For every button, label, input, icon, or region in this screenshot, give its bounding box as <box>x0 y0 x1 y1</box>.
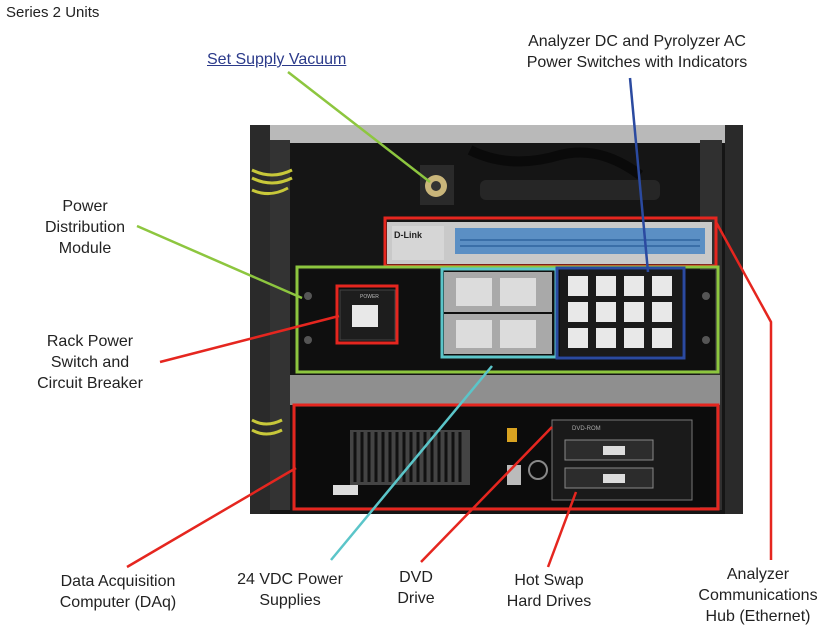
power-supply-units <box>444 272 552 354</box>
hotswap-leader-line <box>546 491 578 568</box>
label-comm-hub: Analyzer Communications Hub (Ethernet) <box>698 566 818 625</box>
switches-highlight-box <box>555 266 686 360</box>
daq-highlight-box <box>292 403 720 511</box>
rack-gap-panel <box>290 375 720 405</box>
hub-brand-text: D-Link <box>394 230 423 240</box>
page-title: Series 2 Units <box>6 4 100 21</box>
power-switch-grid <box>560 270 682 356</box>
rack-power-leader-line <box>159 314 340 364</box>
label-dvd-drive: DVD Drive <box>397 569 435 607</box>
label-hot-swap: Hot Swap Hard Drives <box>506 572 592 610</box>
power-distribution-highlight-box <box>295 265 720 374</box>
breaker-text: POWER <box>360 294 379 300</box>
daq-leader-line <box>126 466 297 569</box>
daq-computer: DVD-ROM <box>296 407 716 507</box>
ethernet-hub: D-Link <box>387 222 712 264</box>
hub-leader-line <box>714 221 773 560</box>
label-24vdc: 24 VDC Power Supplies <box>237 571 343 609</box>
set-supply-vacuum-link[interactable]: Set Supply Vacuum <box>207 51 347 68</box>
distribution-leader-line <box>136 224 303 300</box>
dvd-leader-line <box>420 426 553 563</box>
vacuum-fitting <box>420 165 454 205</box>
label-analyzer-switches: Analyzer DC and Pyrolyzer AC Power Switc… <box>526 33 748 71</box>
vacuum-leader-line <box>287 71 431 183</box>
dvd-brand-text: DVD-ROM <box>572 426 601 432</box>
rack-power-highlight-box <box>335 284 399 345</box>
label-power-distribution: Power Distribution Module <box>44 198 126 257</box>
label-rack-power: Rack Power Switch and Circuit Breaker <box>37 333 143 392</box>
switches-leader-line <box>628 77 650 273</box>
label-daq: Data Acquisition Computer (DAq) <box>59 573 177 611</box>
psu-leader-line <box>330 365 493 561</box>
